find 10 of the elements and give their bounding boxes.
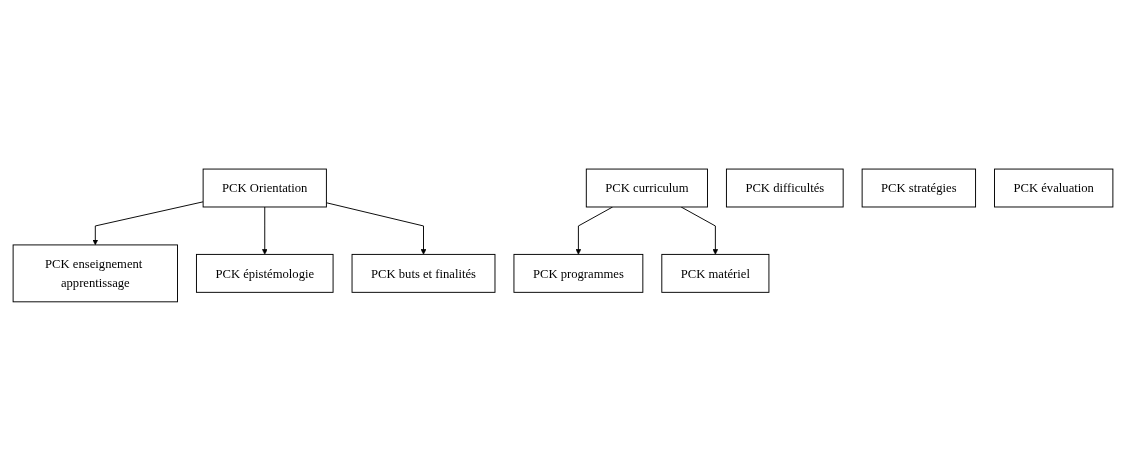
node-box: PCK matériel	[661, 253, 770, 293]
node-box: PCK difficultés	[725, 168, 844, 208]
node-box: PCK évaluation	[994, 168, 1114, 208]
node-box: PCK curriculum	[585, 168, 708, 208]
node-box: PCK stratégies	[861, 168, 977, 208]
node-box: PCK enseignement apprentissage	[12, 244, 178, 302]
node-box: PCK buts et finalités	[351, 253, 496, 293]
node-box: PCK Orientation	[202, 168, 327, 208]
node-box: PCK épistémologie	[195, 253, 334, 293]
node-box: PCK programmes	[513, 253, 644, 293]
